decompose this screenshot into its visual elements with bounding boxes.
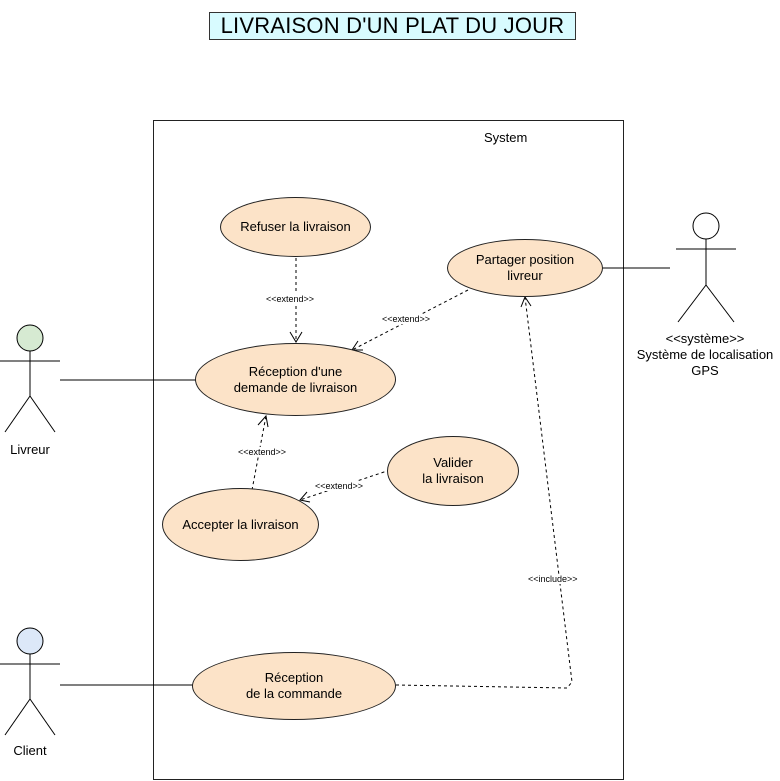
extend-label-valider: <<extend>> <box>314 481 365 491</box>
actor-systeme-figure <box>676 212 736 323</box>
system-label: System <box>484 130 528 145</box>
extend-label-partager: <<extend>> <box>381 314 432 324</box>
extend-arrowhead-accepter <box>257 414 269 428</box>
extend-line-valider <box>299 469 391 501</box>
use-case-refuser-livraison[interactable]: Refuser la livraison <box>220 197 371 257</box>
actor-client-figure <box>0 627 60 736</box>
use-case-reception-commande[interactable]: Réception de la commande <box>192 652 396 720</box>
extend-label-accepter: <<extend>> <box>237 447 288 457</box>
actor-livreur-label: Livreur <box>10 442 50 457</box>
use-case-partager-position[interactable]: Partager position livreur <box>447 239 603 297</box>
use-case-valider-livraison[interactable]: Valider la livraison <box>387 436 519 506</box>
actor-livreur-figure <box>0 324 60 433</box>
include-line-commande <box>395 296 573 689</box>
actor-client-label: Client <box>13 743 47 758</box>
use-case-accepter-livraison[interactable]: Accepter la livraison <box>162 488 319 561</box>
include-arrowhead-commande <box>520 295 532 308</box>
actor-systeme-label: <<système>> Système de localisation GPS <box>636 331 774 378</box>
extend-line-partager <box>351 289 469 351</box>
extend-label-refuser: <<extend>> <box>265 294 316 304</box>
diagram-title: LIVRAISON D'UN PLAT DU JOUR <box>209 12 576 40</box>
extend-arrowhead-refuser <box>289 331 303 343</box>
include-label-commande: <<include>> <box>527 574 579 584</box>
use-case-reception-demande[interactable]: Réception d'une demande de livraison <box>195 343 396 416</box>
system-boundary <box>153 120 624 780</box>
